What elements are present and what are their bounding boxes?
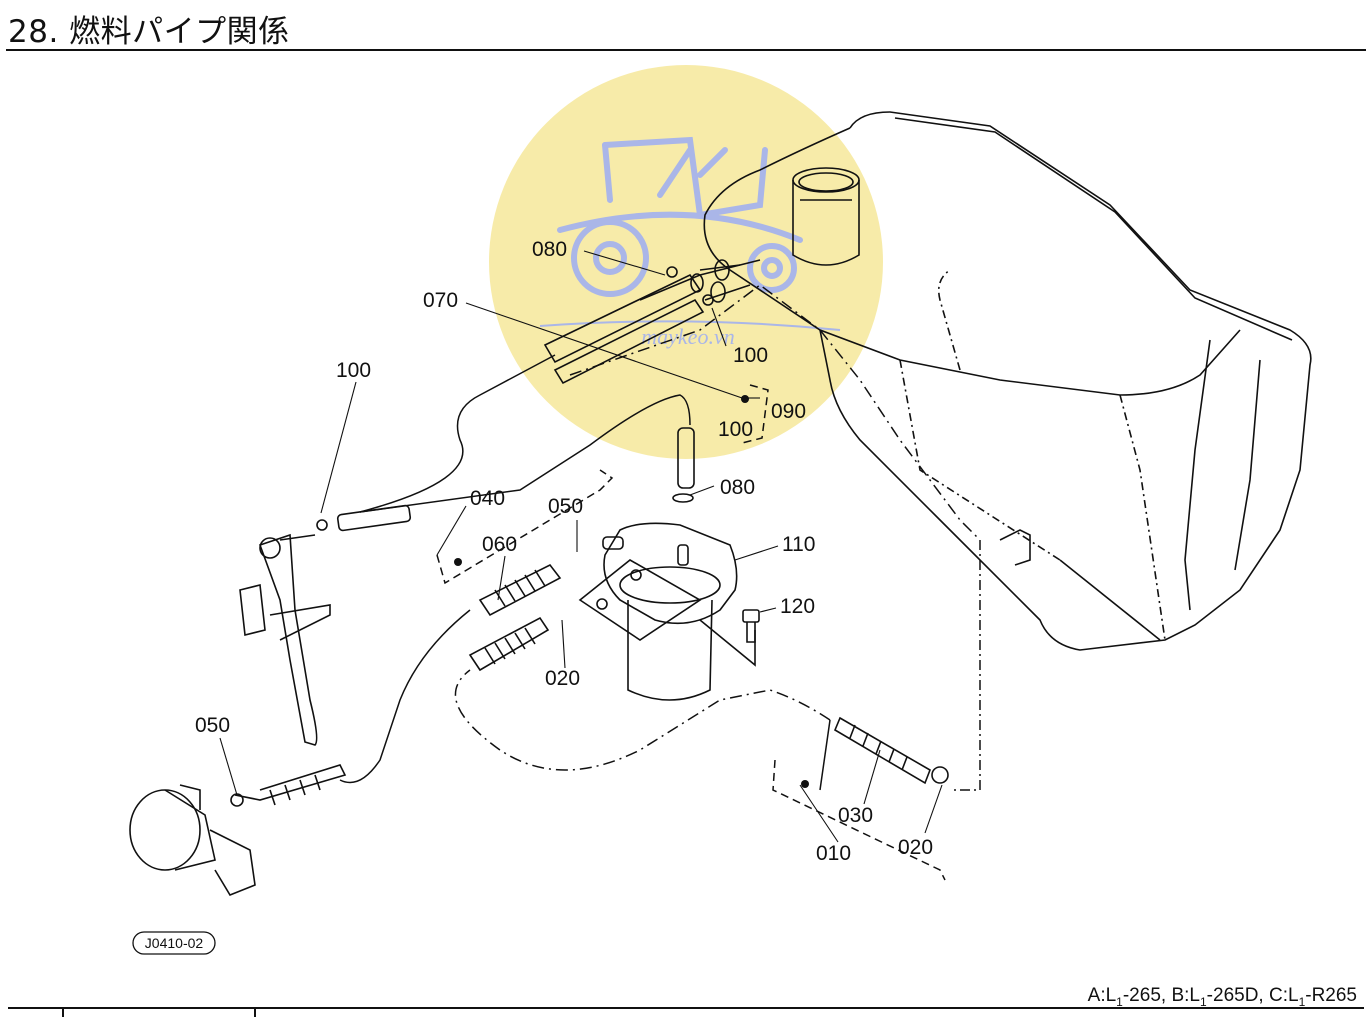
feed-pump xyxy=(129,764,347,896)
page-title: 28. 燃料パイプ関係 xyxy=(8,14,290,50)
ref-dot-010 xyxy=(801,780,809,788)
callout-010: 010 xyxy=(816,842,851,865)
callout-100: 100 xyxy=(718,418,753,441)
model-c-sub: 1 xyxy=(1298,994,1306,1009)
drawing-ref-badge: J0410-02 xyxy=(132,931,216,955)
title-rule xyxy=(6,49,1366,51)
drawing-ref-text: J0410-02 xyxy=(145,935,204,951)
bolt-120 xyxy=(742,609,760,643)
footer-rule xyxy=(8,1007,1364,1009)
model-c-suffix: -R265 xyxy=(1305,985,1357,1006)
callout-100: 100 xyxy=(733,344,768,367)
callout-labels: 080 070 100 100 090 100 080 040 050 060 … xyxy=(195,238,933,865)
hose-060 xyxy=(468,563,562,672)
callout-080: 080 xyxy=(532,238,567,261)
model-c-prefix: C:L xyxy=(1268,985,1299,1006)
callout-090: 090 xyxy=(771,400,806,423)
injection-pump xyxy=(239,533,331,746)
callout-020: 020 xyxy=(545,667,580,690)
hose-030 xyxy=(833,716,949,785)
callout-120: 120 xyxy=(780,595,815,618)
callout-070: 070 xyxy=(423,289,458,312)
callout-030: 030 xyxy=(838,804,873,827)
footer-tick xyxy=(254,1007,256,1017)
callout-100: 100 xyxy=(336,359,371,382)
model-b-prefix: B:L xyxy=(1171,985,1200,1006)
model-b-sub: 1 xyxy=(1199,994,1207,1009)
leak-off-hose xyxy=(316,504,412,532)
model-a-prefix: A:L xyxy=(1087,985,1117,1006)
callout-050: 050 xyxy=(548,495,583,518)
filter-inlet-hose xyxy=(672,427,695,503)
leader-lines xyxy=(219,250,943,843)
tractor-logo-icon xyxy=(557,136,803,297)
model-applicability-note: A:L1-265, B:L1-265D, C:L1-R265 xyxy=(1088,985,1357,1009)
callout-040: 040 xyxy=(470,487,505,510)
group-brackets xyxy=(436,384,946,881)
tank-return-hoses xyxy=(543,259,751,385)
callout-020: 020 xyxy=(898,836,933,859)
model-b-suffix: -265D, xyxy=(1206,985,1264,1006)
fuel-filter xyxy=(578,522,756,701)
watermark-underline xyxy=(539,320,841,331)
footer-tick xyxy=(62,1007,64,1017)
callout-060: 060 xyxy=(482,533,517,556)
callout-080: 080 xyxy=(720,476,755,499)
page-header: 28. 燃料パイプ関係 xyxy=(0,0,1371,52)
ref-dot-090 xyxy=(741,395,749,403)
callout-110: 110 xyxy=(782,533,815,556)
callout-050: 050 xyxy=(195,714,230,737)
ref-dot-060 xyxy=(454,558,462,566)
model-a-sub: 1 xyxy=(1116,994,1123,1009)
watermark-circle xyxy=(489,65,883,459)
model-a-suffix: -265, xyxy=(1122,985,1167,1006)
fuel-tank xyxy=(703,111,1312,651)
